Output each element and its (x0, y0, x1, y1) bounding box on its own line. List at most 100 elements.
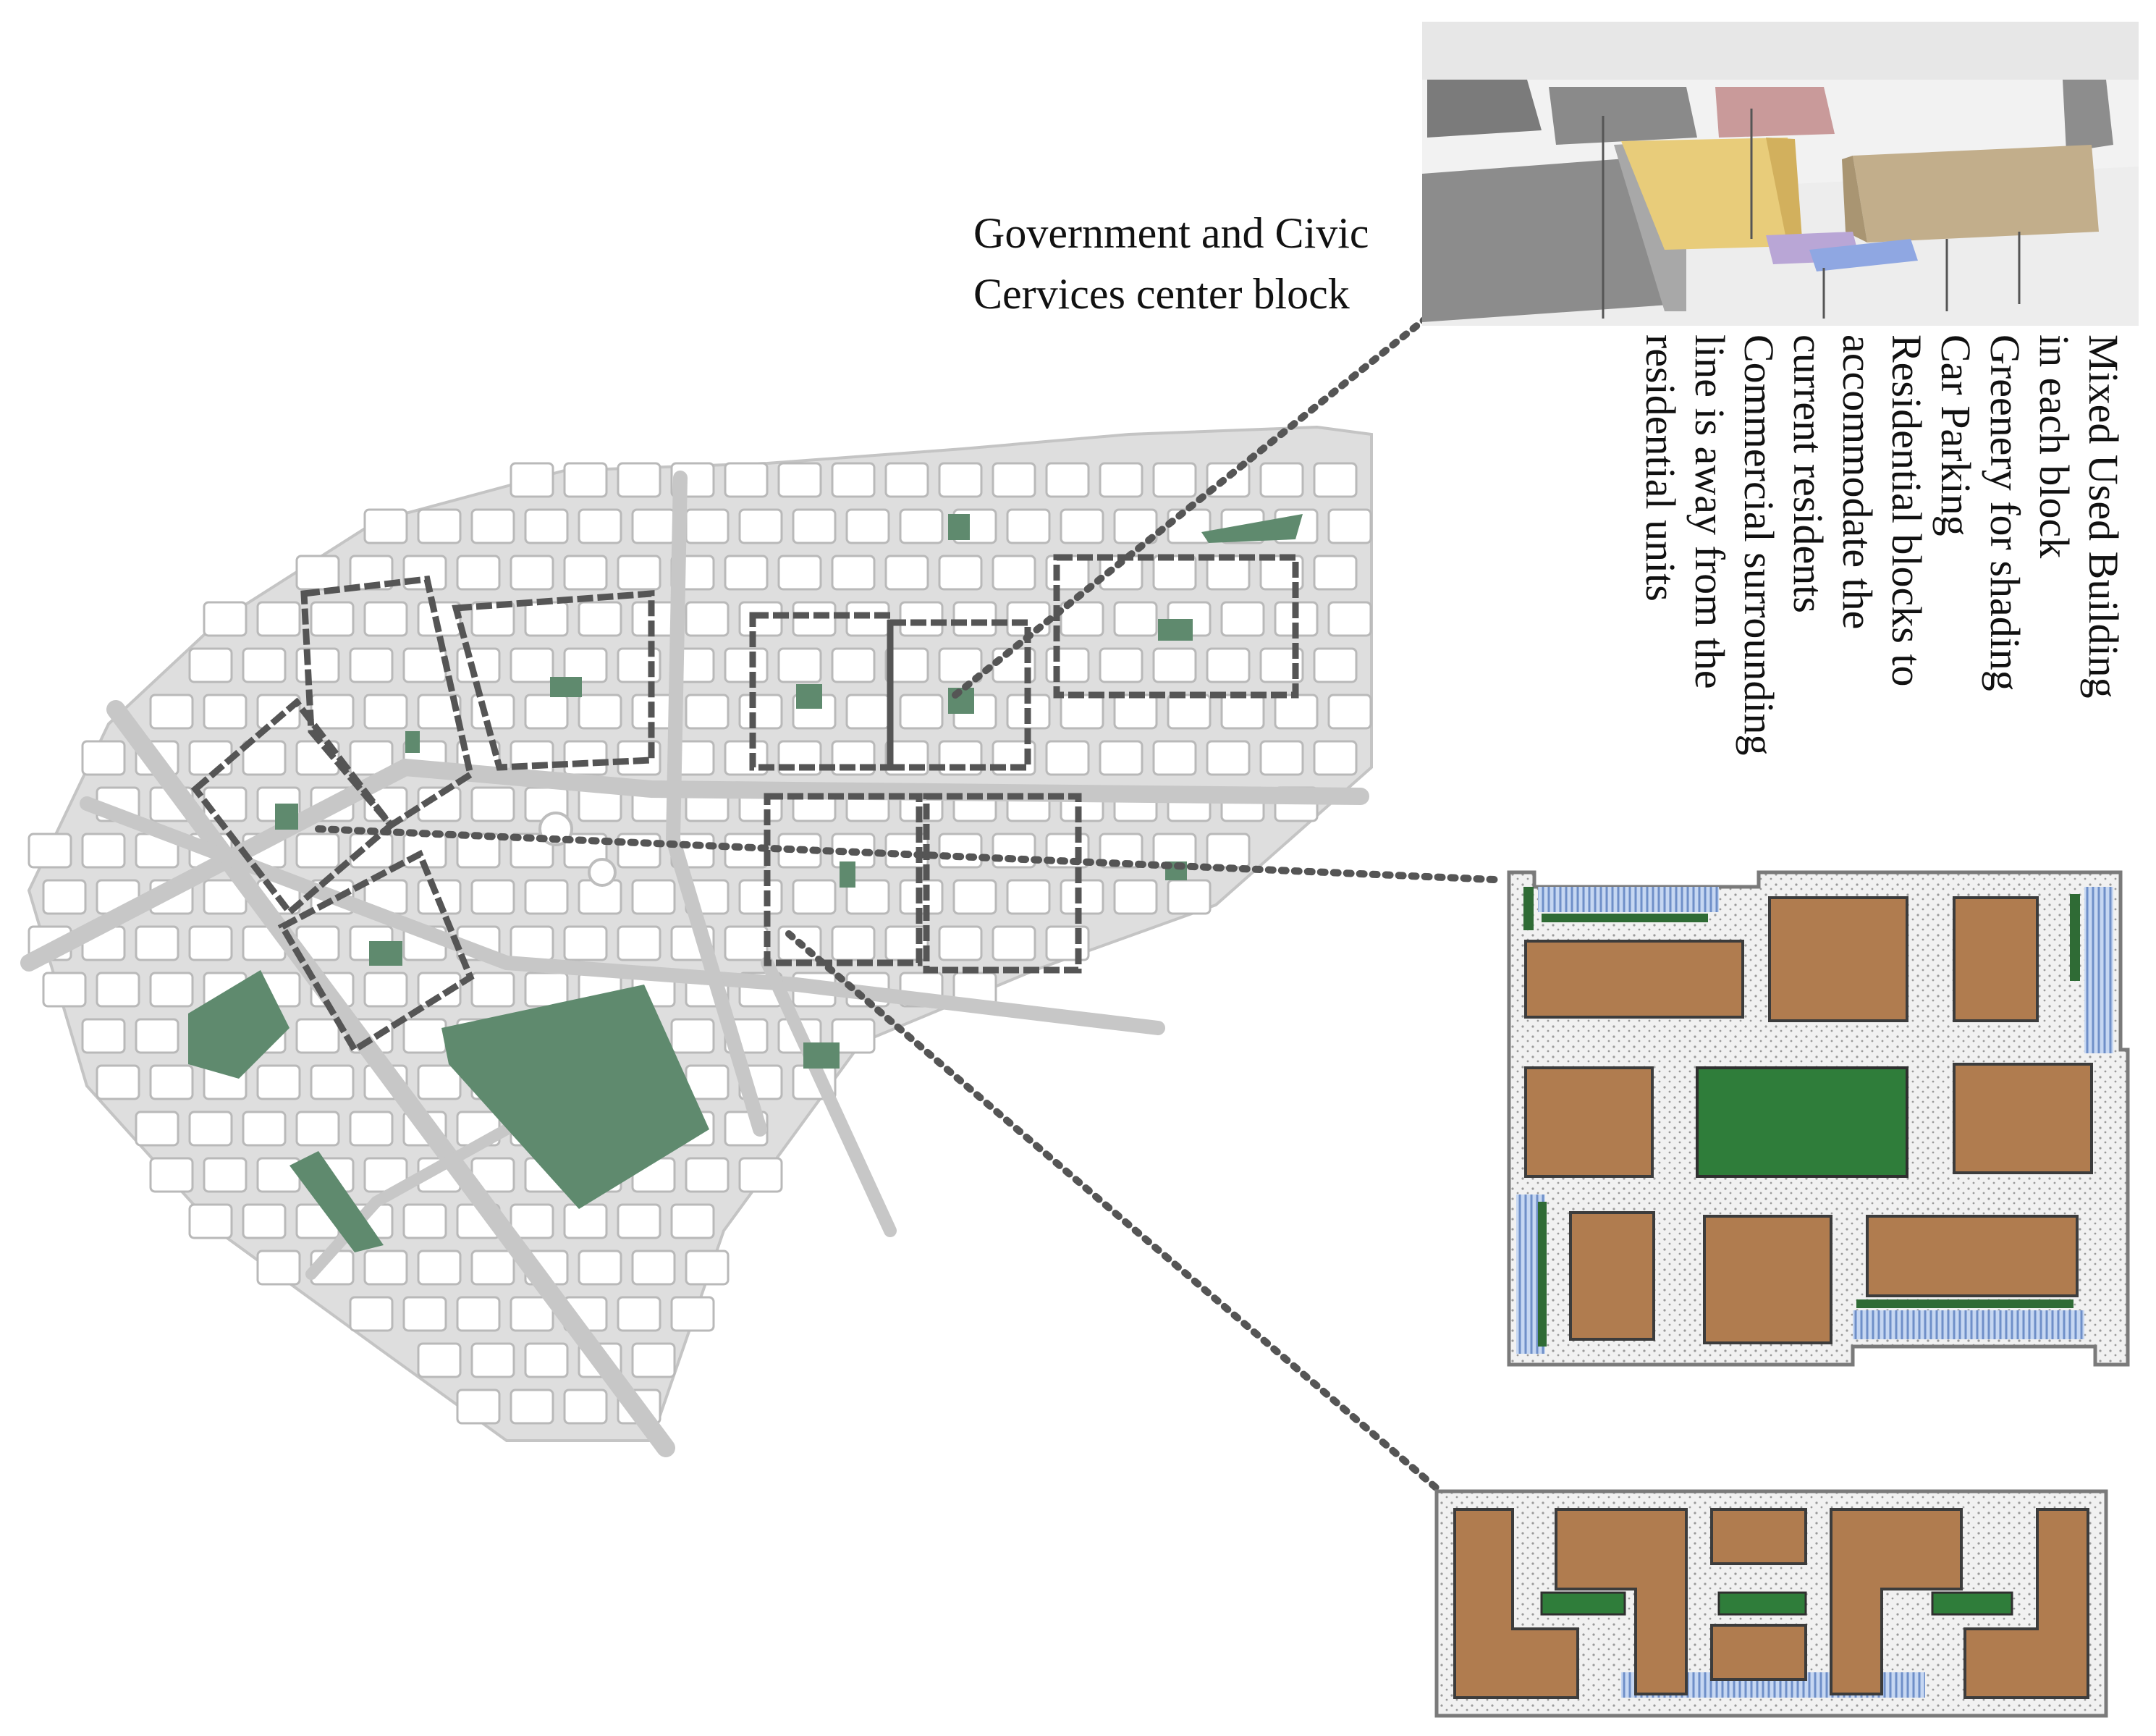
government-label-line2: Cervices center block (973, 270, 1350, 318)
city-block (188, 1203, 233, 1239)
city-block (738, 508, 783, 544)
city-block (631, 1342, 676, 1378)
park-small-3 (796, 684, 822, 709)
city-block (256, 1250, 301, 1286)
city-parks (188, 514, 1303, 1252)
city-block (1152, 647, 1197, 683)
large-park (441, 985, 709, 1209)
city-block (1327, 508, 1372, 544)
city-block (363, 694, 408, 730)
parking-top-left (1538, 887, 1719, 912)
city-block (1060, 879, 1104, 915)
city-block (685, 1157, 730, 1193)
city-block (149, 1157, 194, 1193)
city-block (135, 1111, 179, 1147)
city-block (349, 1296, 394, 1332)
civic-center-3d-render (1422, 22, 2139, 326)
city-block (470, 786, 515, 822)
city-block (685, 694, 730, 730)
city-block (1313, 555, 1358, 591)
callout-line-residential-block (785, 930, 1444, 1495)
city-block (310, 601, 355, 637)
government-label-line1: Government and Civic (973, 209, 1369, 257)
city-block (42, 879, 87, 915)
park-small-5 (1158, 619, 1193, 641)
city-block (524, 972, 569, 1008)
city-block (738, 601, 783, 637)
city-block (256, 601, 301, 637)
city-block (1045, 740, 1090, 776)
city-block (952, 879, 997, 915)
city-block (242, 647, 287, 683)
city-block (831, 555, 876, 591)
city-block (563, 740, 608, 776)
city-block (724, 740, 769, 776)
city-block (135, 925, 179, 961)
label-commercial-l2: line is away from the (1686, 334, 1733, 689)
city-block (203, 694, 248, 730)
city-block (1313, 462, 1358, 498)
city-block (349, 740, 394, 776)
city-block (563, 925, 608, 961)
roundabout-2 (588, 858, 617, 887)
city-block (417, 694, 462, 730)
city-block (363, 601, 408, 637)
city-block (524, 879, 569, 915)
city-block (899, 694, 944, 730)
city-block (310, 1064, 355, 1100)
city-block (617, 925, 661, 961)
city-block (724, 462, 769, 498)
city-block (1113, 879, 1158, 915)
city-block (135, 1018, 179, 1054)
city-block (456, 647, 501, 683)
city-block (1313, 740, 1358, 776)
label-greenery: Greenery for shading (1980, 334, 2029, 841)
city-block (510, 1389, 554, 1425)
city-block (295, 647, 340, 683)
city-block (349, 1111, 394, 1147)
callout-line-mixed-block (315, 825, 1498, 883)
city-block (884, 555, 929, 591)
label-mixed-used-l1: Mixed Used Building (2080, 334, 2127, 699)
city-block (295, 833, 340, 869)
tree-rows (1523, 887, 2080, 1347)
city-block (1152, 462, 1197, 498)
city-block (884, 647, 929, 683)
city-block (1220, 601, 1265, 637)
label-mixed-used-l2: in each block (2031, 334, 2078, 559)
city-block (1327, 694, 1372, 730)
label-car-parking-l1: Car Parking (1932, 334, 1979, 536)
city-block (1045, 925, 1090, 961)
label-greenery-l1: Greenery for shading (1982, 334, 2029, 691)
label-residential-l3: current residents (1785, 334, 1832, 613)
city-block (470, 694, 515, 730)
city-block (724, 647, 769, 683)
park-small-2 (550, 677, 582, 697)
city-block (456, 1389, 501, 1425)
city-block (417, 1250, 462, 1286)
label-commercial-l1: Commercial surrounding (1736, 334, 1783, 756)
city-block (685, 601, 730, 637)
callout-lines (315, 315, 1498, 1495)
south-park (289, 1151, 384, 1252)
city-block (417, 508, 462, 544)
city-block (738, 1157, 783, 1193)
city-block (363, 1250, 408, 1286)
city-block (617, 555, 661, 591)
city-block (1206, 647, 1251, 683)
city-block (1099, 833, 1143, 869)
city-block (81, 740, 126, 776)
city-block (1206, 740, 1251, 776)
city-block (831, 925, 876, 961)
city-block (1167, 694, 1212, 730)
city-block (685, 1250, 730, 1286)
city-block (617, 462, 661, 498)
residential-green-strips (1540, 1591, 2013, 1616)
west-park (188, 970, 289, 1079)
park-small-11 (405, 731, 420, 753)
city-block (510, 462, 554, 498)
